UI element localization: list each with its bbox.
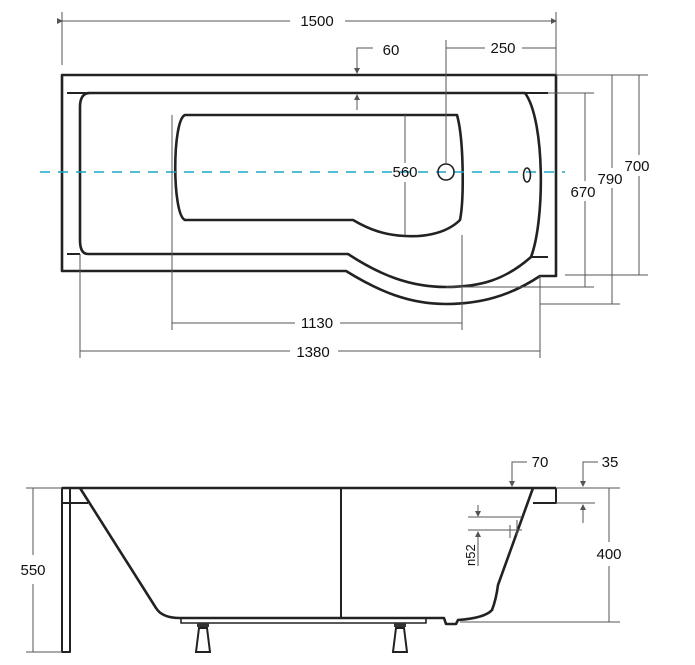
dim-overflow-diameter: n52 bbox=[463, 544, 478, 566]
outer-outline bbox=[60, 73, 558, 306]
tub-profile bbox=[78, 487, 535, 626]
dim-rim-thickness: 70 bbox=[532, 454, 549, 471]
dim-length-overall: 1500 bbox=[300, 13, 333, 30]
overflow-hole-icon bbox=[522, 167, 532, 183]
base-plate bbox=[180, 617, 427, 624]
dim-inner-length: 1380 bbox=[296, 344, 329, 361]
seat-outline bbox=[173, 113, 464, 238]
dim-depth: 400 bbox=[596, 546, 621, 563]
support-foot-right bbox=[391, 623, 409, 653]
top-view: 1500 60 250 560 700 790 670 1130 1380 bbox=[40, 12, 650, 361]
basin-outline bbox=[78, 91, 543, 289]
rim-inner-line bbox=[67, 92, 548, 258]
dim-inner-width: 670 bbox=[570, 184, 595, 201]
dim-seat-length: 1130 bbox=[301, 315, 333, 332]
dim-drain-offset: 250 bbox=[490, 40, 515, 57]
support-foot-left bbox=[194, 623, 212, 653]
side-view: 550 70 35 400 n52 bbox=[20, 454, 622, 653]
dim-width-narrow: 700 bbox=[624, 158, 649, 175]
front-panel-leg bbox=[61, 487, 71, 653]
dim-rim-width: 60 bbox=[383, 42, 400, 59]
dim-seat-width: 560 bbox=[392, 164, 417, 181]
dim-edge-thickness: 35 bbox=[602, 454, 619, 471]
dim-width-max: 790 bbox=[597, 171, 622, 188]
dim-total-height: 550 bbox=[20, 562, 45, 579]
